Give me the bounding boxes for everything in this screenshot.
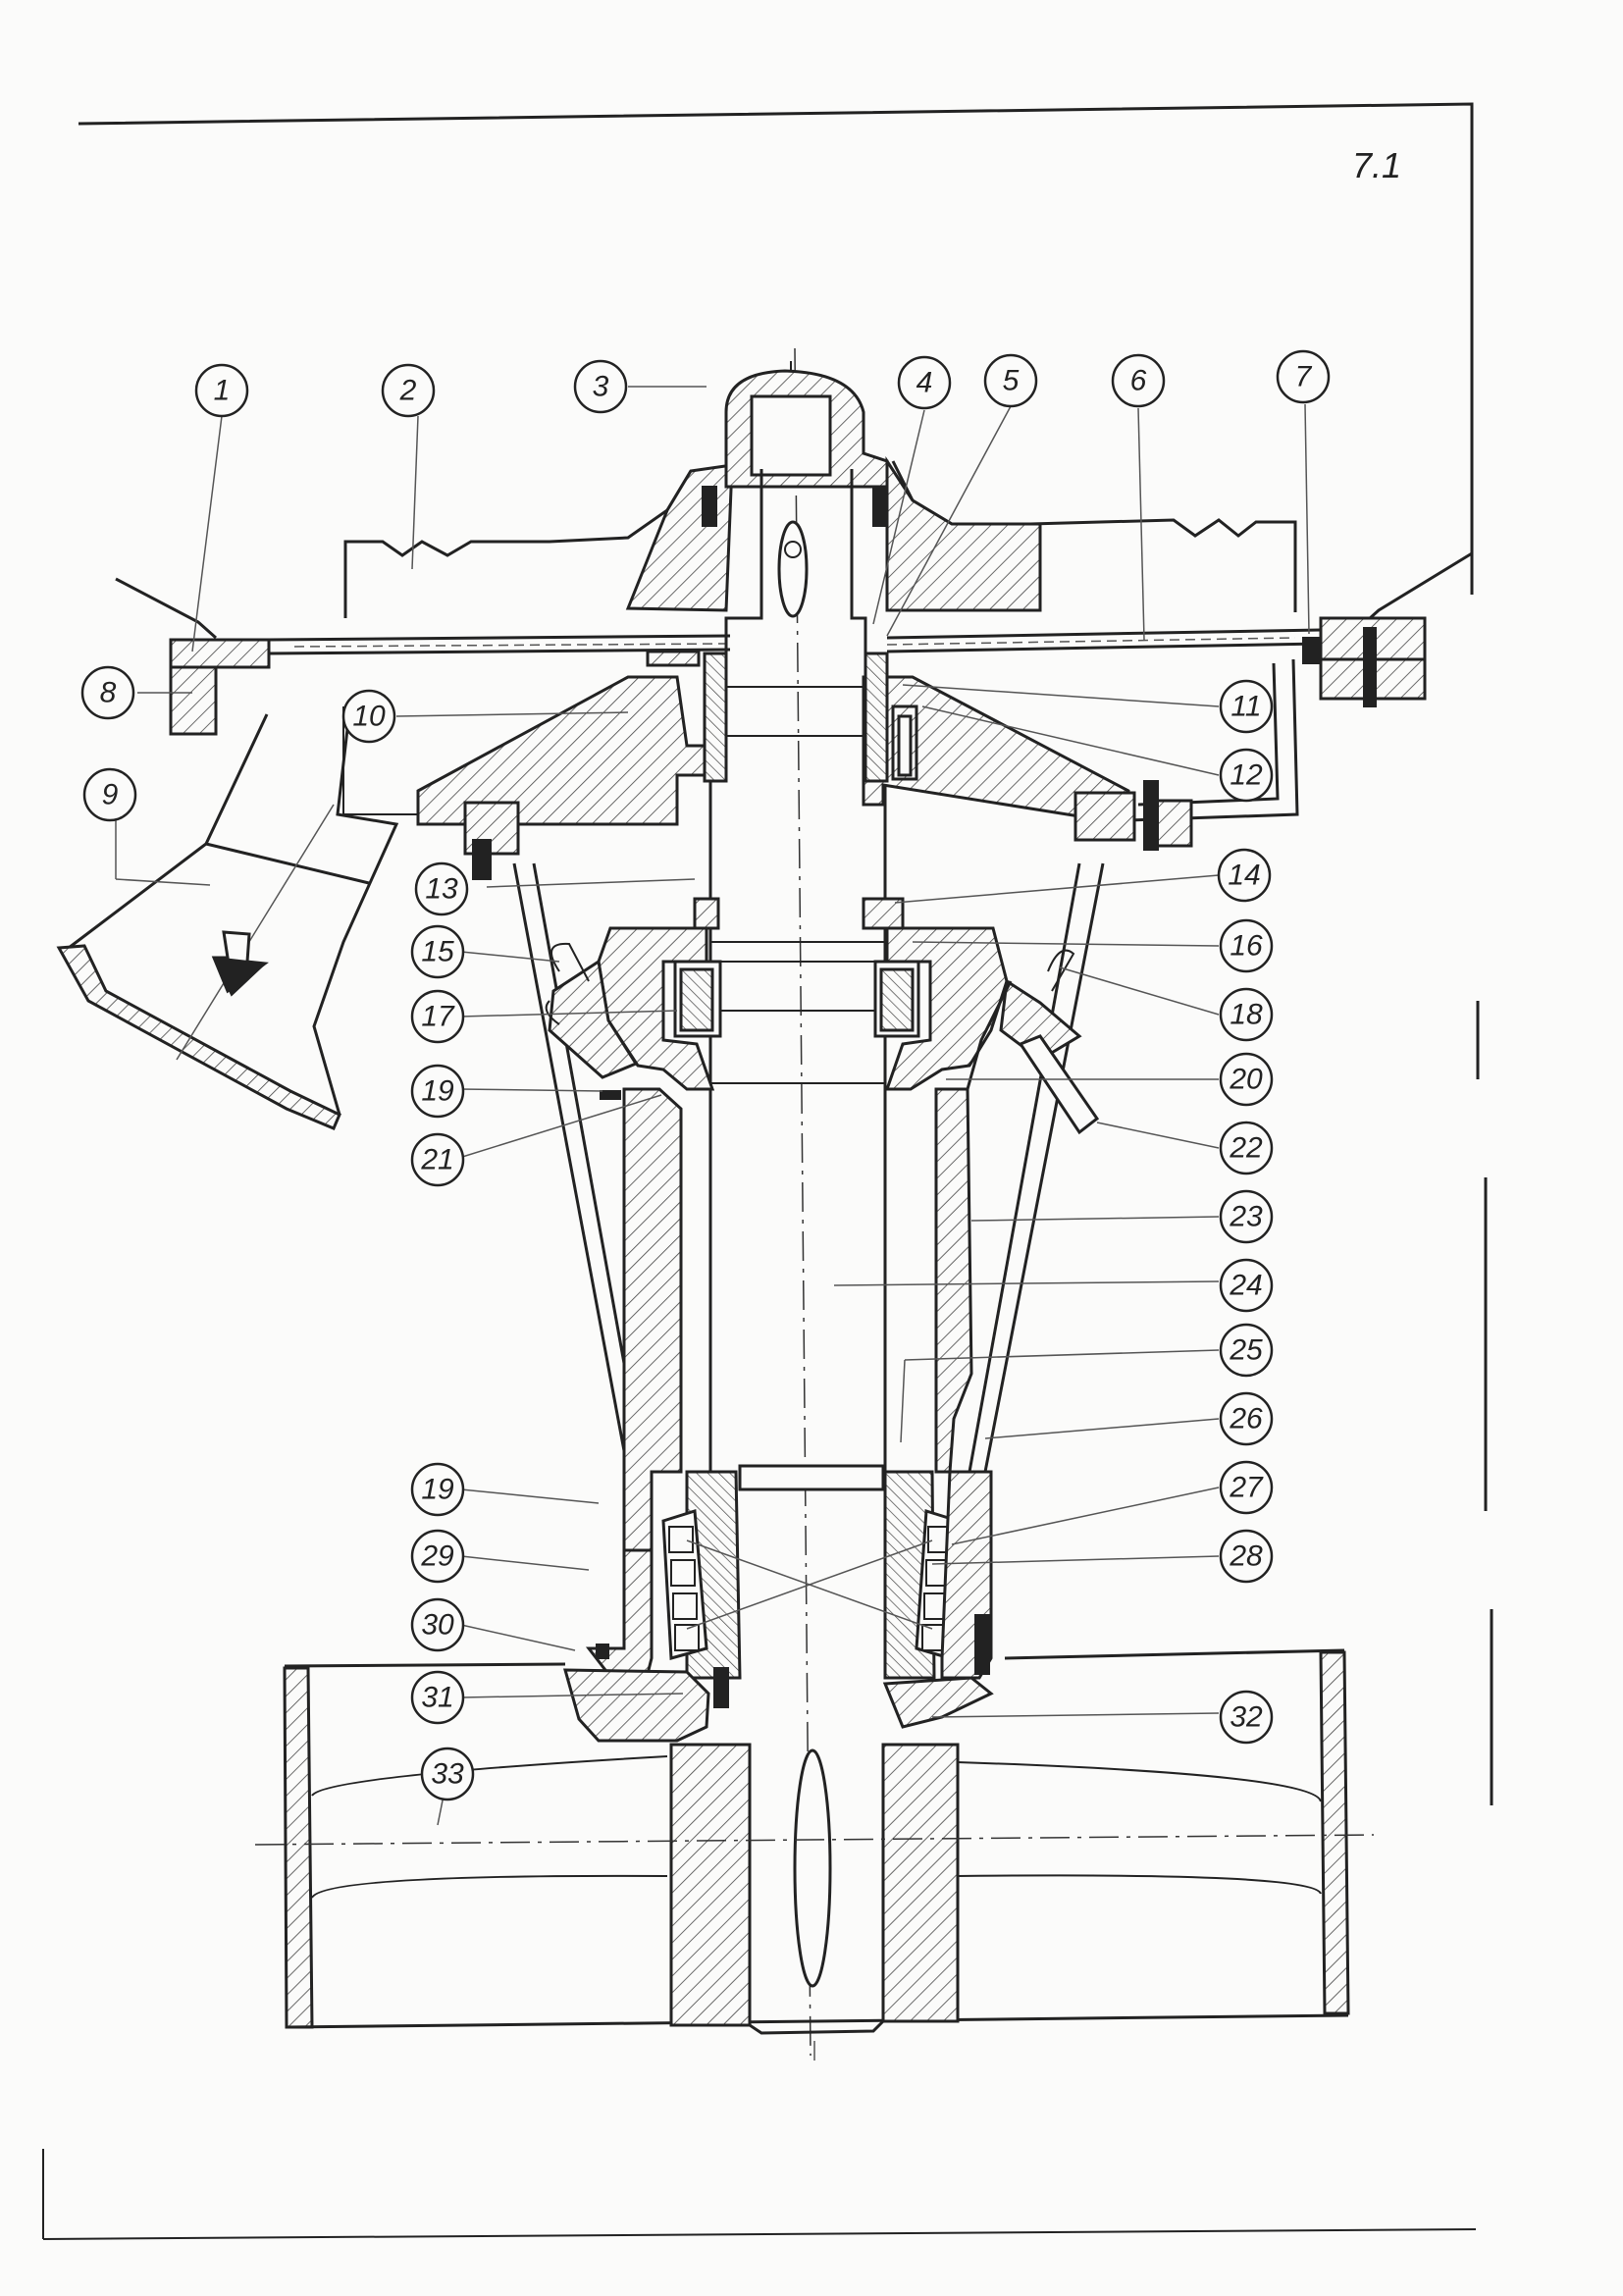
callout-26: 26 [1219, 1391, 1274, 1446]
callout-27: 27 [1219, 1460, 1274, 1515]
callout-number: 29 [420, 1540, 454, 1573]
callout-number: 11 [1230, 691, 1261, 723]
top-cover [115, 551, 1473, 822]
callout-11: 11 [1219, 679, 1274, 734]
lower-bearing [563, 1464, 994, 1743]
callout-number: 17 [421, 1001, 455, 1033]
callout-number: 15 [421, 936, 454, 968]
callout-number: 10 [352, 701, 386, 733]
callout-number: 14 [1228, 860, 1260, 892]
callout-5: 5 [983, 353, 1038, 408]
callout-29: 29 [410, 1529, 465, 1584]
callout-17: 17 [410, 989, 465, 1044]
callout-number: 25 [1229, 1334, 1263, 1367]
callout-3: 3 [573, 359, 628, 414]
callout-31: 31 [410, 1670, 465, 1725]
callout-20: 20 [1219, 1052, 1274, 1107]
callout-23: 23 [1219, 1189, 1274, 1244]
callout-number: 28 [1229, 1540, 1263, 1573]
callout-19: 19 [410, 1064, 465, 1119]
callout-14: 14 [1217, 848, 1272, 903]
callout-7: 7 [1276, 349, 1331, 404]
upper-housing [342, 652, 1193, 880]
callout-19: 19 [410, 1462, 465, 1517]
callout-number: 21 [420, 1144, 453, 1176]
callout-18: 18 [1219, 987, 1274, 1042]
callout-number: 2 [399, 375, 417, 407]
callout-number: 12 [1230, 759, 1263, 792]
callout-number: 26 [1229, 1403, 1263, 1435]
callout-number: 32 [1230, 1701, 1263, 1734]
callout-6: 6 [1111, 353, 1166, 408]
callout-33: 33 [420, 1747, 475, 1801]
shaft-cap [702, 361, 889, 527]
callout-13: 13 [414, 861, 469, 916]
callout-1: 1 [194, 363, 249, 418]
callout-8: 8 [80, 665, 135, 720]
leader-lines [115, 386, 1310, 1826]
callout-30: 30 [410, 1597, 465, 1652]
callout-number: 31 [421, 1682, 453, 1714]
callout-number: 19 [421, 1075, 454, 1108]
middle-bearing [545, 897, 1100, 1135]
callout-24: 24 [1219, 1258, 1274, 1313]
callout-22: 22 [1219, 1121, 1274, 1175]
callout-number: 20 [1229, 1064, 1263, 1096]
callout-9: 9 [82, 767, 137, 822]
callout-number: 4 [916, 367, 933, 399]
callout-12: 12 [1219, 748, 1274, 803]
callout-15: 15 [410, 924, 465, 979]
callout-number: 6 [1130, 365, 1147, 397]
callout-number: 9 [102, 779, 119, 811]
drawing-frame [42, 102, 1493, 2240]
callout-number: 19 [421, 1474, 454, 1506]
callout-number: 27 [1229, 1472, 1264, 1504]
callout-10: 10 [341, 689, 396, 744]
callout-21: 21 [410, 1132, 465, 1187]
discharge-chute [56, 711, 399, 1130]
callout-4: 4 [897, 355, 952, 410]
lower-wheel [254, 1648, 1375, 2061]
callout-number: 16 [1230, 930, 1263, 963]
callout-28: 28 [1219, 1529, 1274, 1584]
callout-number: 23 [1229, 1201, 1263, 1233]
callout-16: 16 [1219, 918, 1274, 973]
callout-number: 13 [425, 873, 458, 906]
callout-number: 3 [593, 371, 609, 403]
callout-number: 30 [421, 1609, 454, 1642]
sheet-number: 7.1 [1352, 145, 1402, 185]
callout-number: 18 [1230, 999, 1263, 1031]
callout-number: 7 [1295, 361, 1313, 393]
callout-2: 2 [381, 363, 436, 418]
callout-32: 32 [1219, 1690, 1274, 1745]
callout-number: 24 [1229, 1270, 1262, 1302]
callout-number: 1 [214, 375, 231, 407]
callout-number: 8 [100, 677, 117, 709]
callout-number: 33 [431, 1758, 464, 1791]
callout-25: 25 [1219, 1323, 1274, 1378]
callout-number: 5 [1003, 365, 1020, 397]
callout-number: 22 [1229, 1132, 1263, 1165]
housing-tube [622, 980, 1013, 1552]
